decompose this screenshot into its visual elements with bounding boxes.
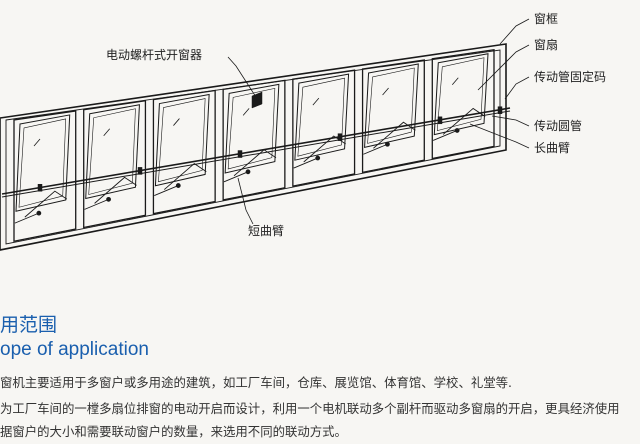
window-pane: [222, 79, 286, 201]
window-sash: [154, 93, 210, 187]
long-arm: [442, 107, 486, 135]
short-arm: [223, 171, 249, 183]
window-sash: [224, 83, 280, 174]
arm-pivot: [385, 141, 390, 147]
window-pane: [13, 110, 77, 243]
arm-pivot: [315, 155, 321, 161]
section-title-cn: 用范围: [0, 314, 58, 336]
short-arm: [432, 130, 458, 141]
window-glass: [436, 57, 485, 132]
inner-frame: [5, 49, 501, 245]
paragraph-line: 据窗户的大小和需要联动窗户的数量，来选用不同的联动方式。: [0, 424, 347, 439]
window-sash: [15, 114, 71, 212]
short-arm: [363, 143, 388, 155]
label-opener: 电动螺杆式开窗器: [106, 48, 203, 62]
drive-tube: [1, 107, 511, 198]
short-arm: [154, 185, 179, 196]
arm-pivot: [106, 196, 111, 202]
long-arm: [94, 176, 137, 204]
label-tube-mount: 传动管固定码: [534, 70, 607, 84]
window-pane: [292, 69, 356, 187]
window-row: [0, 43, 507, 251]
glass-glint: [382, 87, 389, 96]
label-frame: 窗框: [534, 12, 559, 26]
leader-lines: [227, 18, 530, 225]
long-arm: [303, 135, 346, 163]
window-pane: [431, 49, 495, 160]
long-arm: [163, 163, 207, 190]
label-short-arm: 短曲臂: [248, 224, 285, 238]
short-arm: [14, 212, 40, 224]
opener-motor: [251, 91, 263, 109]
short-arm: [293, 157, 318, 169]
window-glass: [227, 87, 276, 170]
arm-pivot: [175, 183, 181, 188]
glass-glint: [103, 128, 111, 137]
window-sash: [364, 63, 419, 149]
arm-pivot: [454, 128, 460, 133]
glass-glint: [451, 77, 459, 86]
window-opener-diagram: [0, 18, 530, 251]
window-pane: [152, 89, 216, 215]
label-drive-tube: 传动圆管: [534, 119, 583, 133]
arm-pivot: [36, 210, 42, 216]
section-title-en: ope of application: [0, 339, 149, 360]
paragraph-line: 为工厂车间的一樘多扇位排窗的电动开启而设计，利用一个电机联动多个副杆而驱动多窗扇…: [0, 401, 620, 416]
long-arm: [24, 190, 68, 218]
outer-frame: [0, 43, 507, 251]
window-glass: [158, 98, 206, 183]
window-glass: [297, 77, 345, 157]
window-glass: [367, 67, 415, 144]
window-glass: [88, 108, 136, 195]
glass-glint: [242, 108, 250, 116]
short-arm: [84, 198, 109, 210]
window-sash: [85, 104, 140, 200]
window-sash: [294, 73, 350, 161]
window-sash: [433, 53, 489, 136]
arm-pivot: [245, 169, 251, 175]
glass-glint: [312, 97, 320, 106]
label-long-arm: 长曲臂: [534, 141, 571, 155]
paragraph-line: 窗机主要适用于多窗户或多用途的建筑，如工厂车间，仓库、展览馆、体育馆、学校、礼堂…: [0, 375, 512, 390]
glass-glint: [33, 138, 41, 147]
window-pane: [361, 59, 425, 174]
glass-glint: [173, 118, 180, 126]
label-sash: 窗扇: [534, 38, 559, 52]
window-pane: [83, 99, 147, 229]
